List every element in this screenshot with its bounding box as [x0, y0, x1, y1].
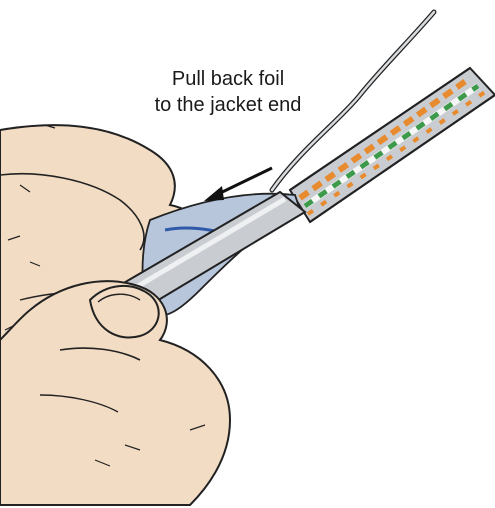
caption-line-1: Pull back foil	[108, 66, 348, 92]
right-hand	[0, 281, 230, 505]
instruction-caption: Pull back foil to the jacket end	[108, 66, 348, 118]
caption-line-2: to the jacket end	[108, 92, 348, 118]
